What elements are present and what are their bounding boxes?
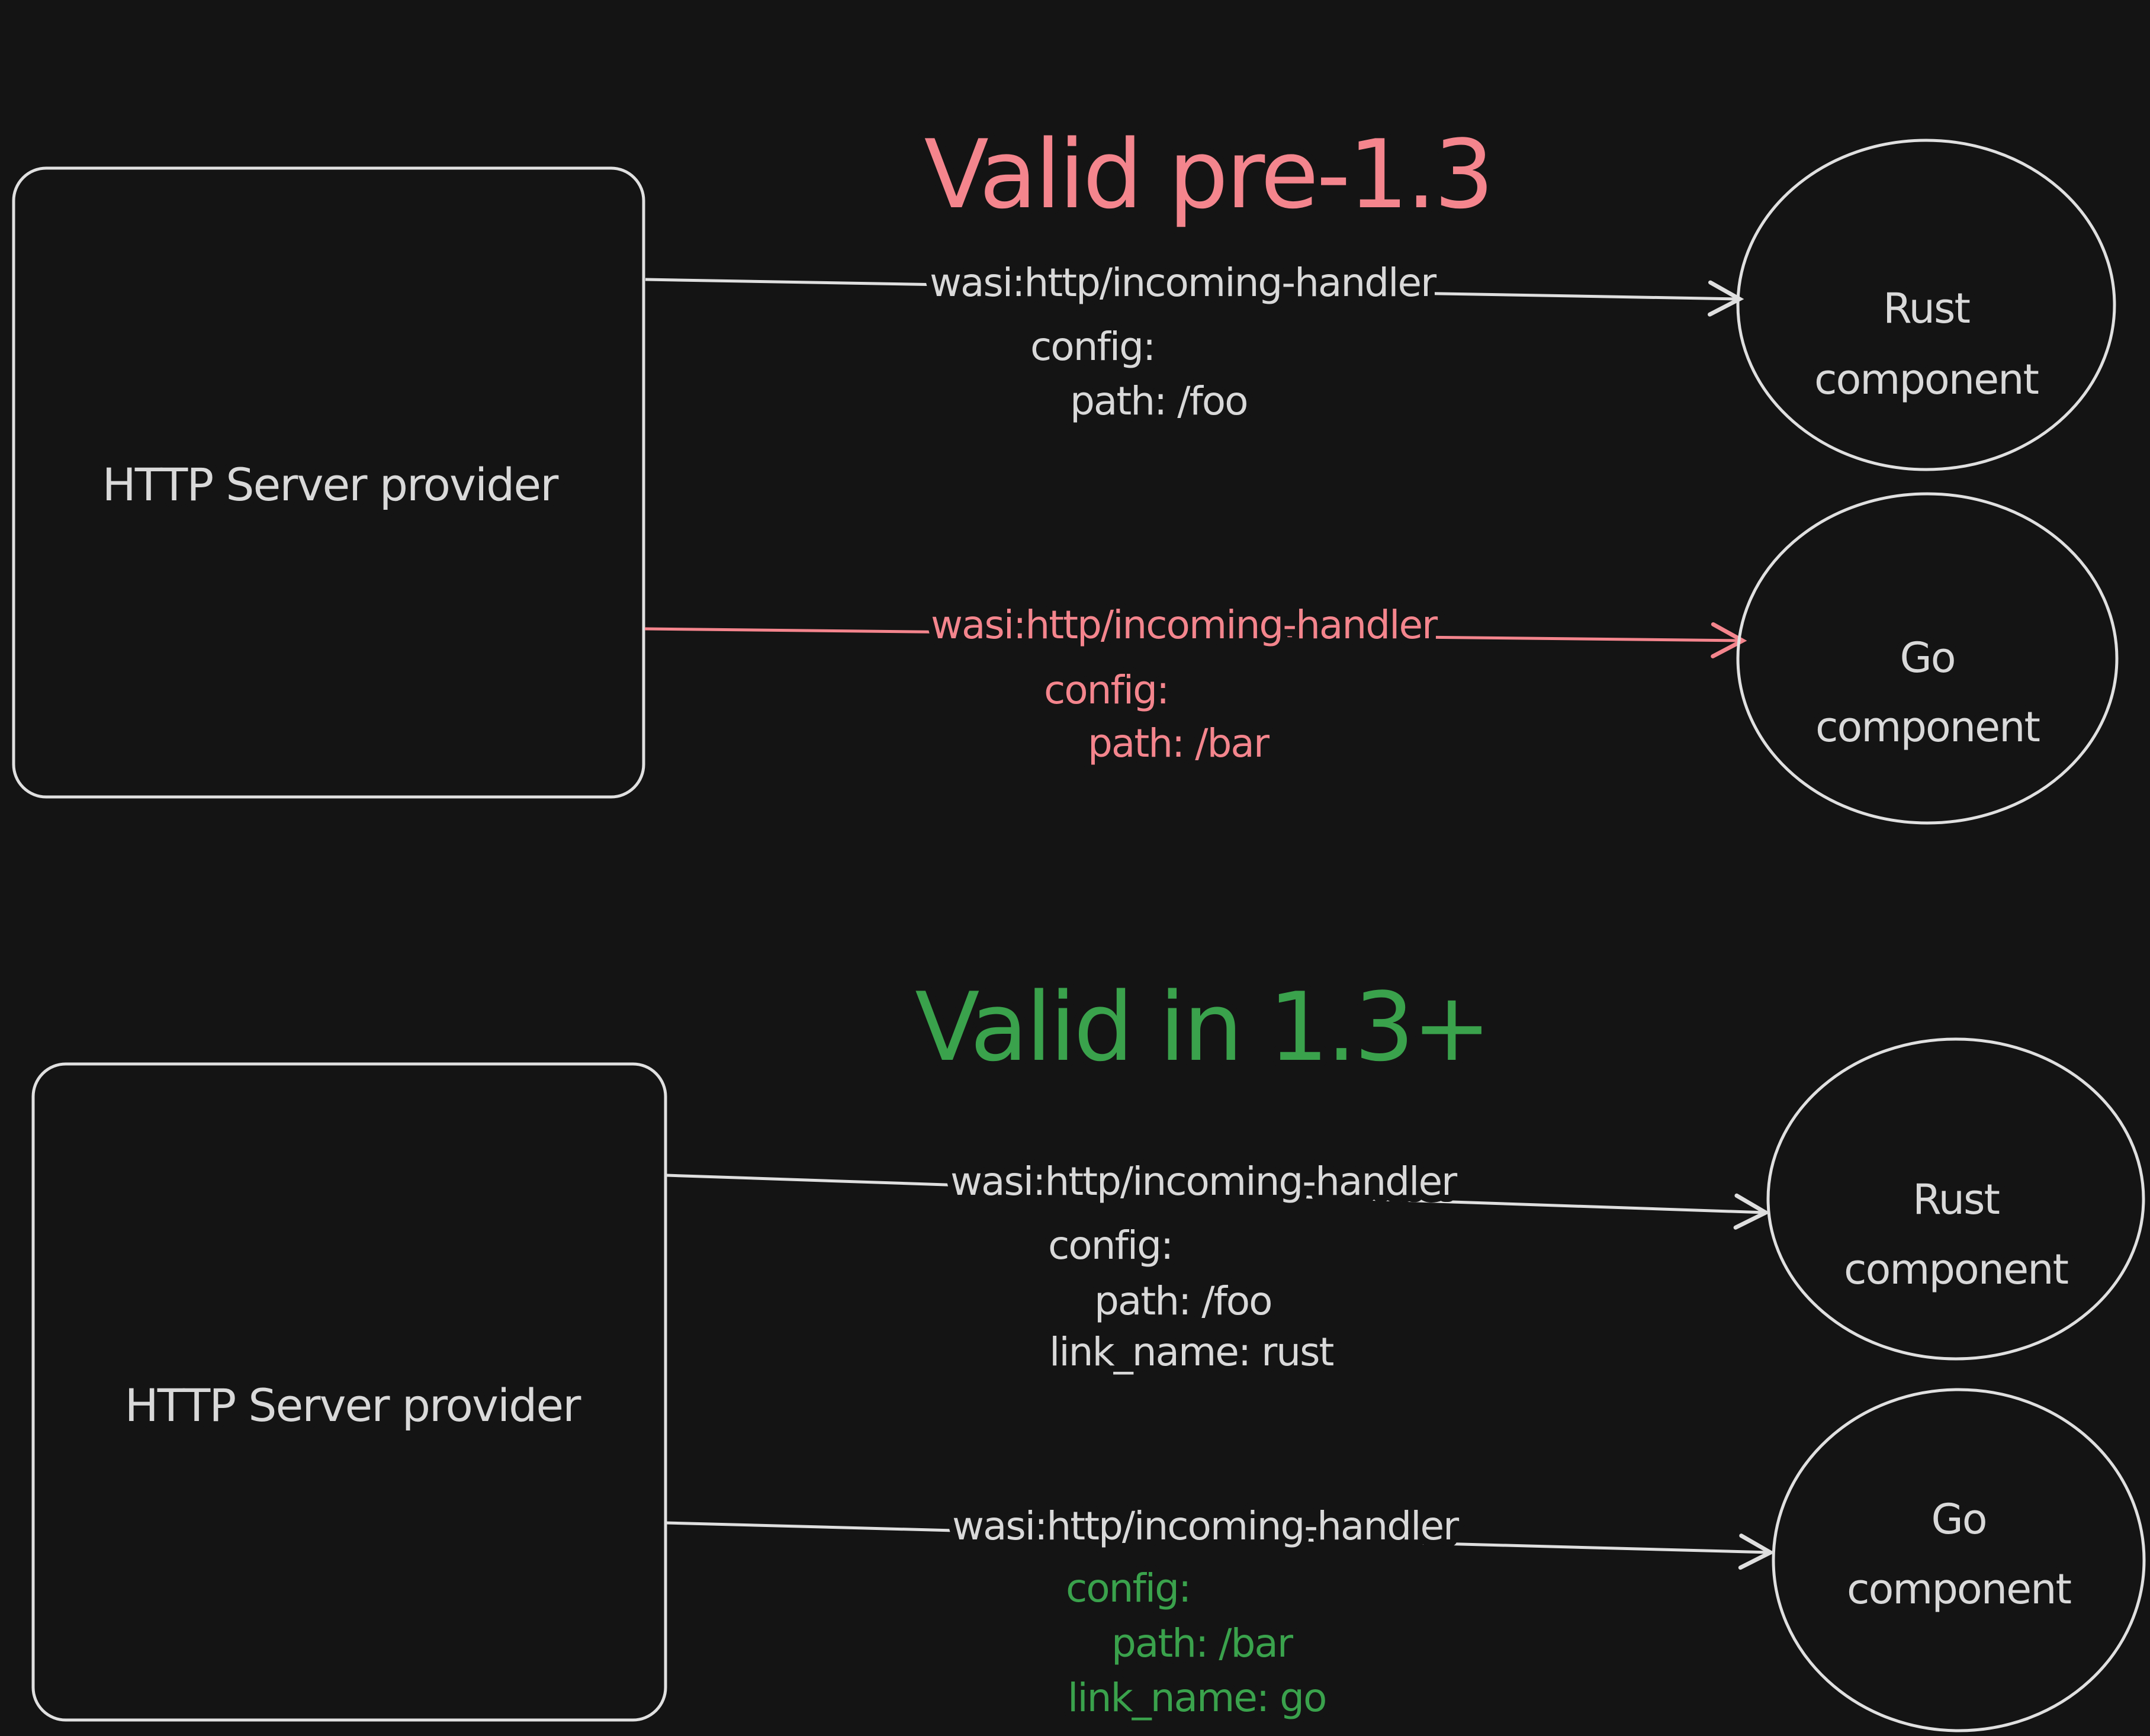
component-name-line2: component <box>1847 1565 2071 1613</box>
config-key-label: config: <box>1044 667 1168 713</box>
config-key-label: config: <box>1030 324 1155 369</box>
rust-component-ellipse <box>1766 1037 2145 1361</box>
component-name-line2: component <box>1815 703 2040 751</box>
http-server-provider-label: HTTP Server provider <box>125 1379 581 1432</box>
component-name-line1: Rust <box>1883 284 1969 333</box>
go-component-ellipse <box>1736 492 2119 825</box>
connection-line-13plus-go <box>666 1521 1775 1570</box>
component-name-line2: component <box>1844 1245 2068 1294</box>
interface-label: wasi:http/incoming-handler <box>931 602 1438 648</box>
interface-label: wasi:http/incoming-handler <box>952 1503 1460 1549</box>
component-name-line1: Go <box>1931 1495 1986 1544</box>
http-server-provider-box <box>31 1062 667 1722</box>
section-title-1-3-plus: Valid in 1.3+ <box>915 972 1489 1082</box>
interface-label: wasi:http/incoming-handler <box>950 1159 1458 1204</box>
config-path-label: path: /bar <box>1088 721 1270 766</box>
interface-label: wasi:http/incoming-handler <box>930 260 1437 306</box>
section-title-pre-1-3: Valid pre-1.3 <box>924 119 1492 230</box>
go-component-ellipse <box>1772 1388 2146 1732</box>
rust-component-ellipse <box>1736 139 2116 471</box>
config-path-label: path: /foo <box>1070 378 1248 424</box>
connection-line-pre13-rust <box>645 278 1744 317</box>
link-name-label: link_name: rust <box>1049 1329 1333 1375</box>
component-name-line1: Go <box>1900 634 1955 682</box>
component-name-line2: component <box>1814 355 2039 404</box>
link-name-label: link_name: go <box>1068 1675 1326 1721</box>
http-server-provider-box <box>12 166 645 799</box>
connection-line-pre13-go <box>644 622 1747 658</box>
config-path-label: path: /foo <box>1094 1278 1272 1324</box>
connection-line-13plus-rust <box>666 1174 1770 1230</box>
config-key-label: config: <box>1048 1223 1172 1268</box>
config-key-label: config: <box>1066 1565 1190 1611</box>
component-name-line1: Rust <box>1913 1175 1999 1224</box>
config-path-label: path: /bar <box>1111 1621 1294 1666</box>
http-server-provider-label: HTTP Server provider <box>102 458 559 511</box>
